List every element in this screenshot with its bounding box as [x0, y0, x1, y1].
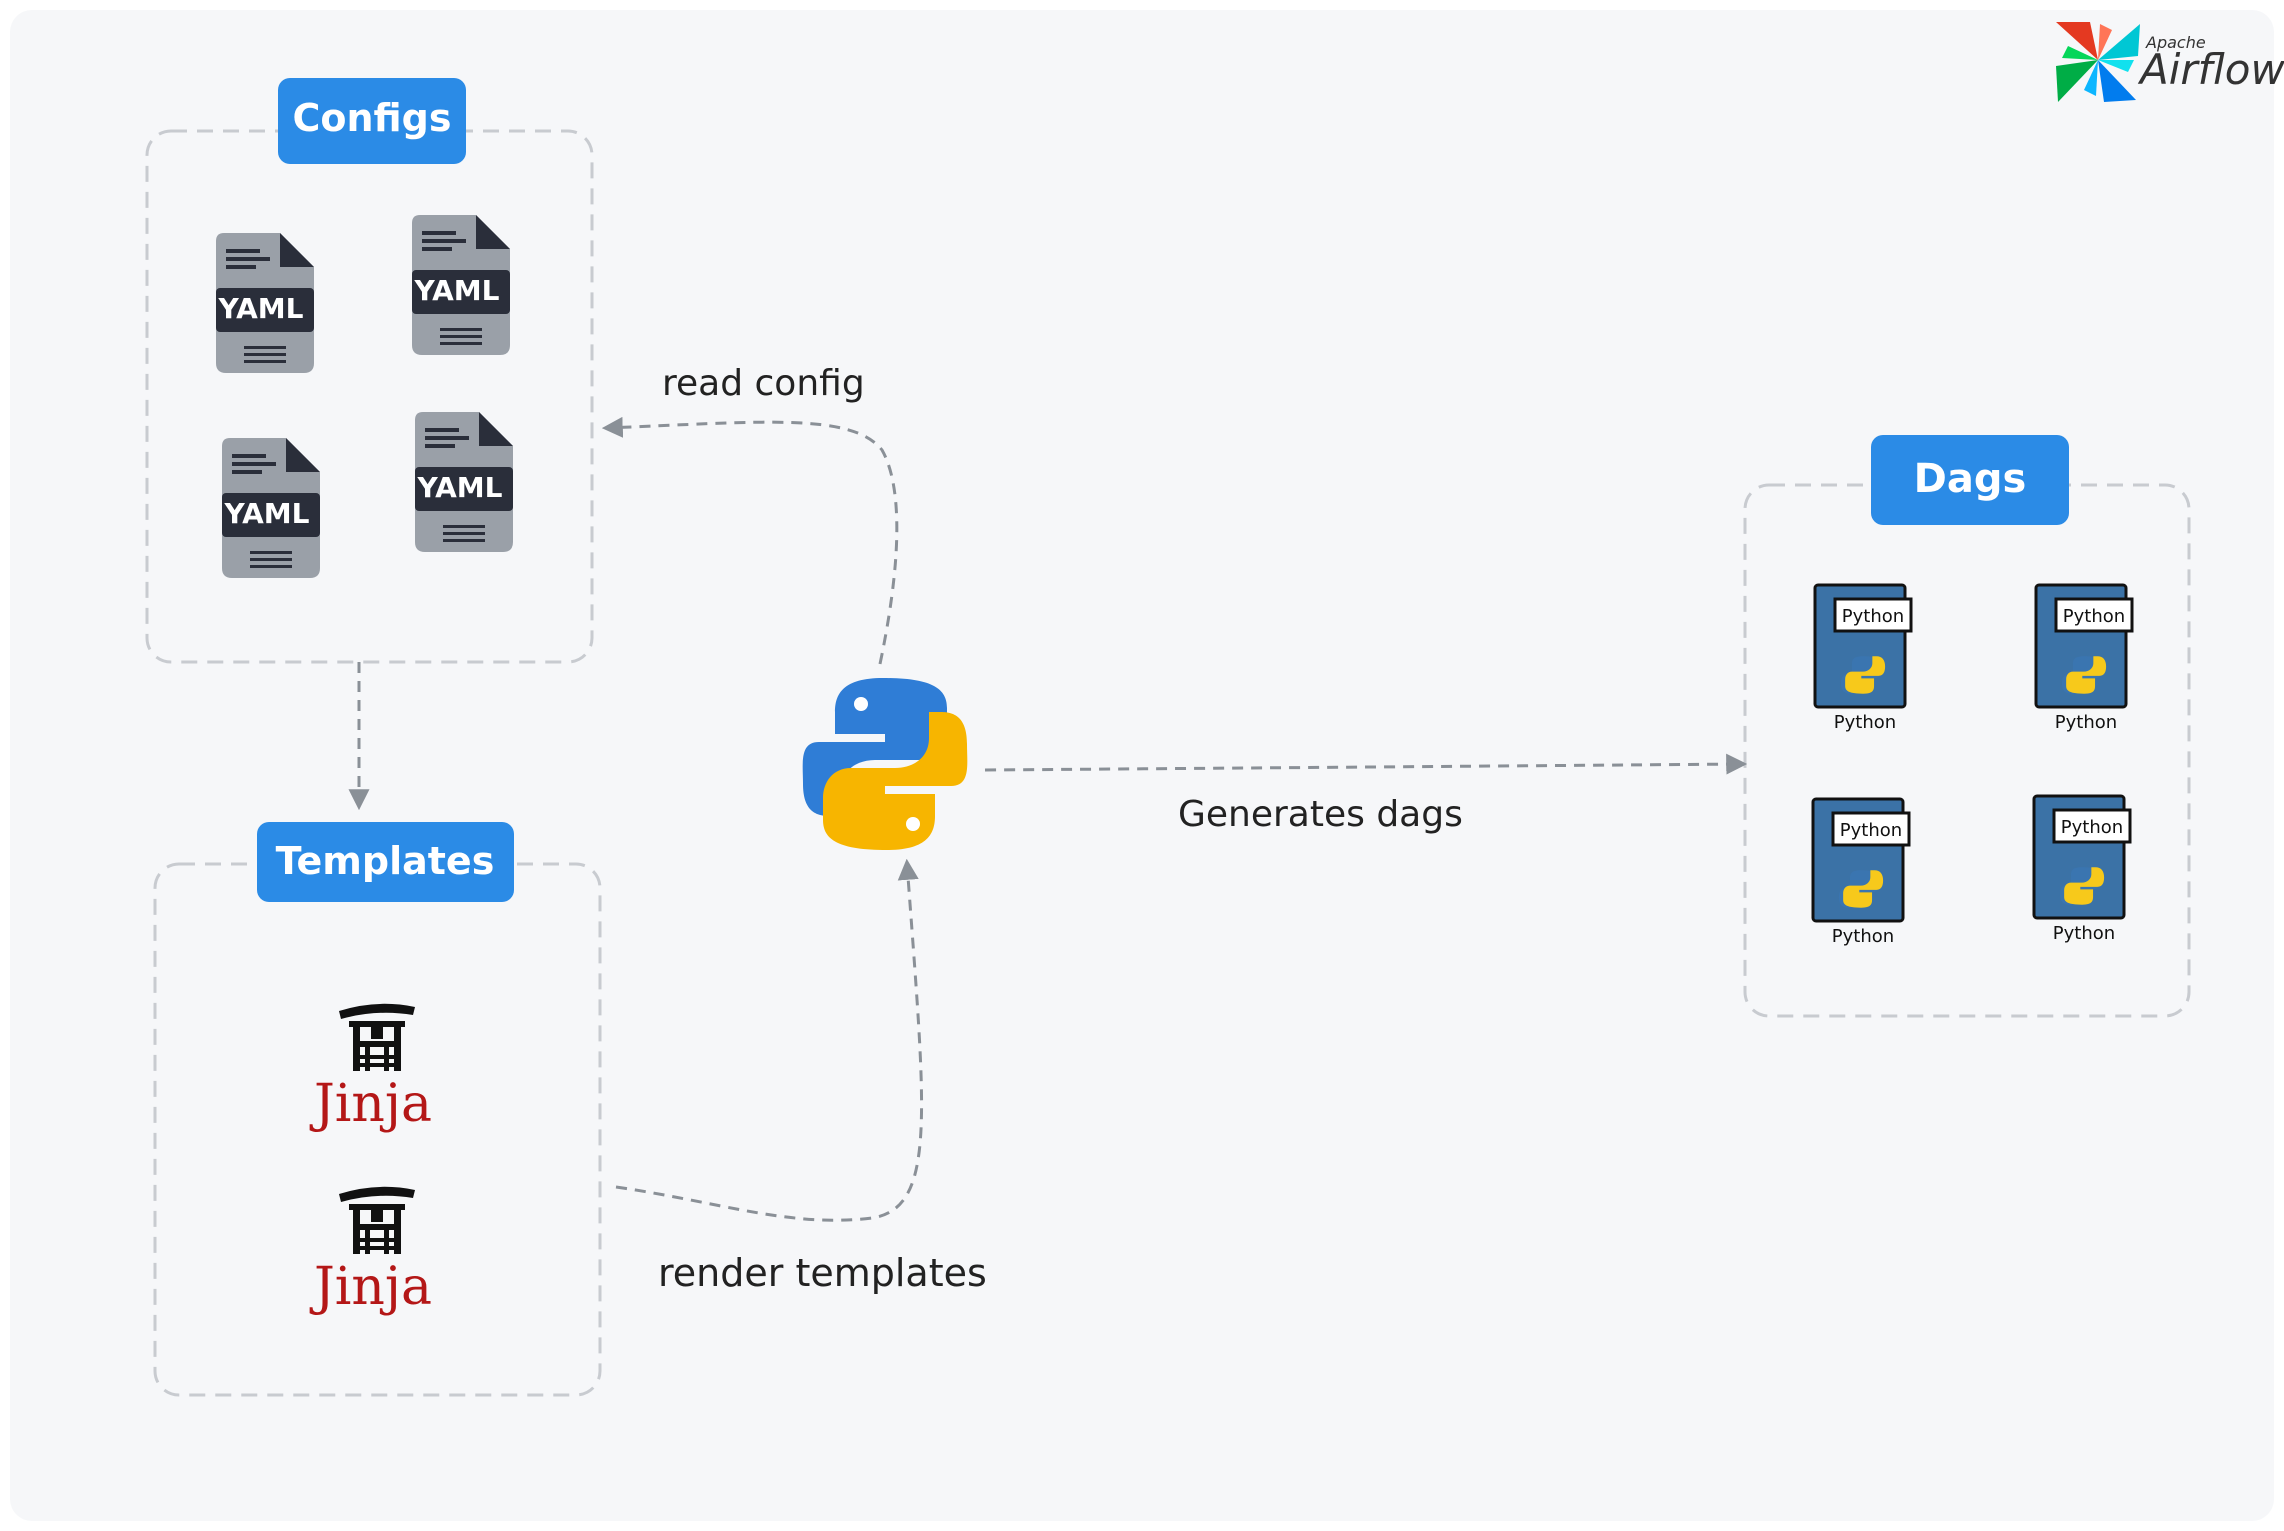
python-dag-file-caption: Python	[2053, 923, 2115, 944]
edge-render-templates	[615, 858, 924, 1222]
yaml-file-label: YAML	[218, 292, 304, 325]
airflow-brand-main: Airflow	[2137, 45, 2284, 94]
dags-label: Dags	[1914, 456, 2027, 502]
airflow-logo: Apache Airflow	[2056, 22, 2284, 102]
configs-group: Configs YAML YAML YAML YAML	[145, 78, 594, 664]
configs-badge	[278, 78, 466, 164]
edge-read-config	[601, 416, 899, 665]
jinja-label: Jinja	[309, 1257, 432, 1317]
templates-label: Templates	[276, 839, 495, 883]
python-dag-file-caption: Python	[1834, 712, 1896, 733]
python-dag-file-tag: Python	[2061, 817, 2123, 838]
templates-group: Templates Jinja Jinja	[153, 822, 602, 1397]
python-dag-file-tag: Python	[2063, 606, 2125, 627]
python-dag-file-caption: Python	[2055, 712, 2117, 733]
yaml-file-label: YAML	[414, 274, 500, 307]
configs-label: Configs	[292, 96, 451, 140]
yaml-file-icon: YAML	[216, 233, 314, 373]
yaml-file-icon: YAML	[412, 215, 510, 355]
jinja-logo: Jinja	[309, 1186, 432, 1317]
python-logo-icon	[802, 678, 968, 850]
dags-group: Dags Python Python Python Python Python …	[1743, 435, 2191, 1018]
yaml-file-label: YAML	[417, 471, 503, 504]
yaml-file-icon: YAML	[222, 438, 320, 578]
yaml-file-label: YAML	[224, 497, 310, 530]
jinja-label: Jinja	[309, 1074, 432, 1134]
edges	[348, 416, 1748, 1222]
python-dag-file-icon: Python Python	[2034, 583, 2134, 733]
python-dag-file-icon: Python Python	[2032, 794, 2132, 944]
python-dag-file-caption: Python	[1832, 926, 1894, 947]
canvas-background	[10, 10, 2274, 1521]
yaml-file-icon: YAML	[415, 412, 513, 552]
python-dag-file-tag: Python	[1842, 606, 1904, 627]
airflow-brand-top: Apache	[2145, 33, 2206, 52]
jinja-logo: Jinja	[309, 1003, 432, 1134]
pinwheel-icon	[2056, 22, 2140, 102]
templates-badge	[257, 822, 514, 902]
read-config-label: read config	[662, 363, 865, 404]
python-dag-file-icon: Python Python	[1813, 583, 1913, 733]
templates-container	[153, 862, 602, 1397]
generates-dags-label: Generates dags	[1178, 794, 1463, 835]
edge-generates-dags	[984, 753, 1748, 775]
render-templates-label: render templates	[658, 1251, 987, 1295]
python-dag-file-tag: Python	[1840, 820, 1902, 841]
configs-container	[145, 129, 594, 664]
python-dag-file-icon: Python Python	[1811, 797, 1911, 947]
dags-badge	[1871, 435, 2069, 525]
